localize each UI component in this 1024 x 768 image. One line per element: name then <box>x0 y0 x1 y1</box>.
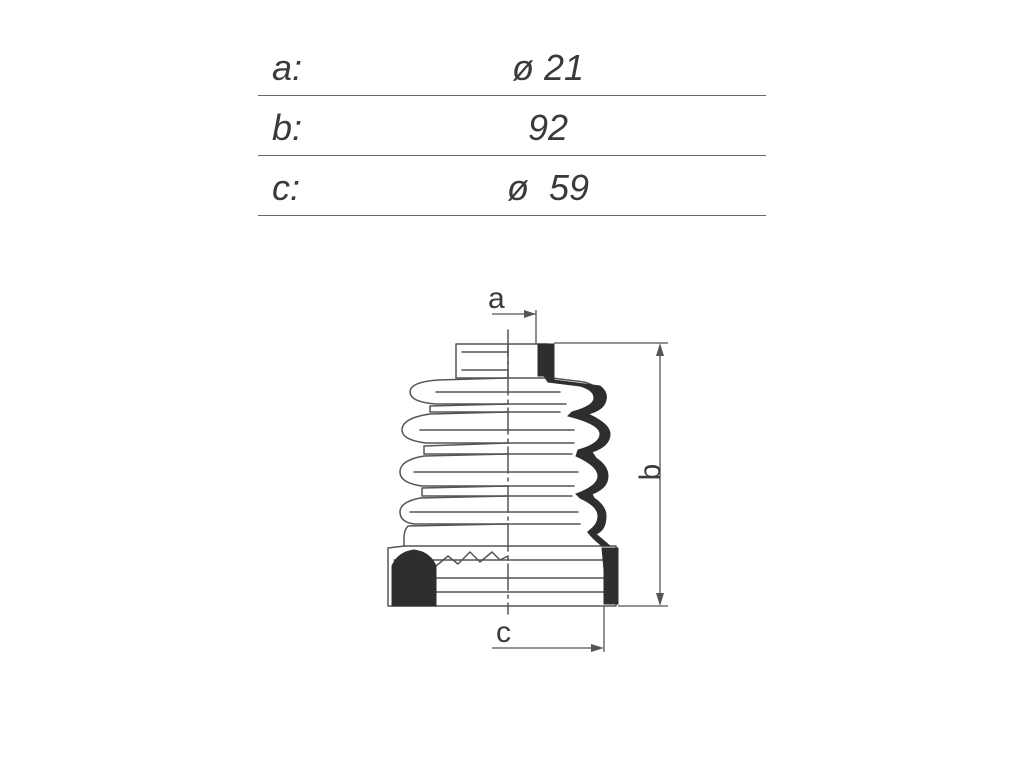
dimension-value-c: ø 59 <box>506 167 590 208</box>
section-fills <box>391 343 619 607</box>
ridge-3 <box>399 453 509 487</box>
dimension-table: a: ø 21 b: 92 c: ø 59 <box>258 36 766 216</box>
dimension-label-c: c: <box>272 167 301 208</box>
ridge-1 <box>409 377 509 405</box>
dimension-row-c: c: ø 59 <box>258 156 766 216</box>
dimension-a-label: a <box>488 282 505 315</box>
arrow-b-bottom <box>656 593 664 606</box>
dimension-value-a: ø 21 <box>511 47 585 88</box>
clamp-section-right <box>601 547 619 605</box>
arrow-b-top <box>656 343 664 356</box>
ridge-4 <box>399 495 509 525</box>
dimension-row-a: a: ø 21 <box>258 36 766 96</box>
dimension-label-b: b: <box>272 107 303 148</box>
clamp-section-left <box>391 549 437 607</box>
clamp-tear-line <box>435 551 509 567</box>
ridge-2 <box>401 411 509 444</box>
dimension-b-label: b <box>634 464 667 481</box>
arrow-a <box>524 310 536 318</box>
dimension-c-label: c <box>496 616 511 649</box>
dimension-label-a: a: <box>272 47 303 88</box>
dimension-row-b: b: 92 <box>258 96 766 156</box>
dimension-lines <box>492 310 668 652</box>
bottom-band-left <box>387 545 509 607</box>
boot-wall-section <box>537 343 612 547</box>
dimension-arrows <box>524 310 664 652</box>
top-collar-left <box>455 343 509 379</box>
arrow-c <box>591 644 604 652</box>
dimension-value-b: 92 <box>527 107 569 148</box>
